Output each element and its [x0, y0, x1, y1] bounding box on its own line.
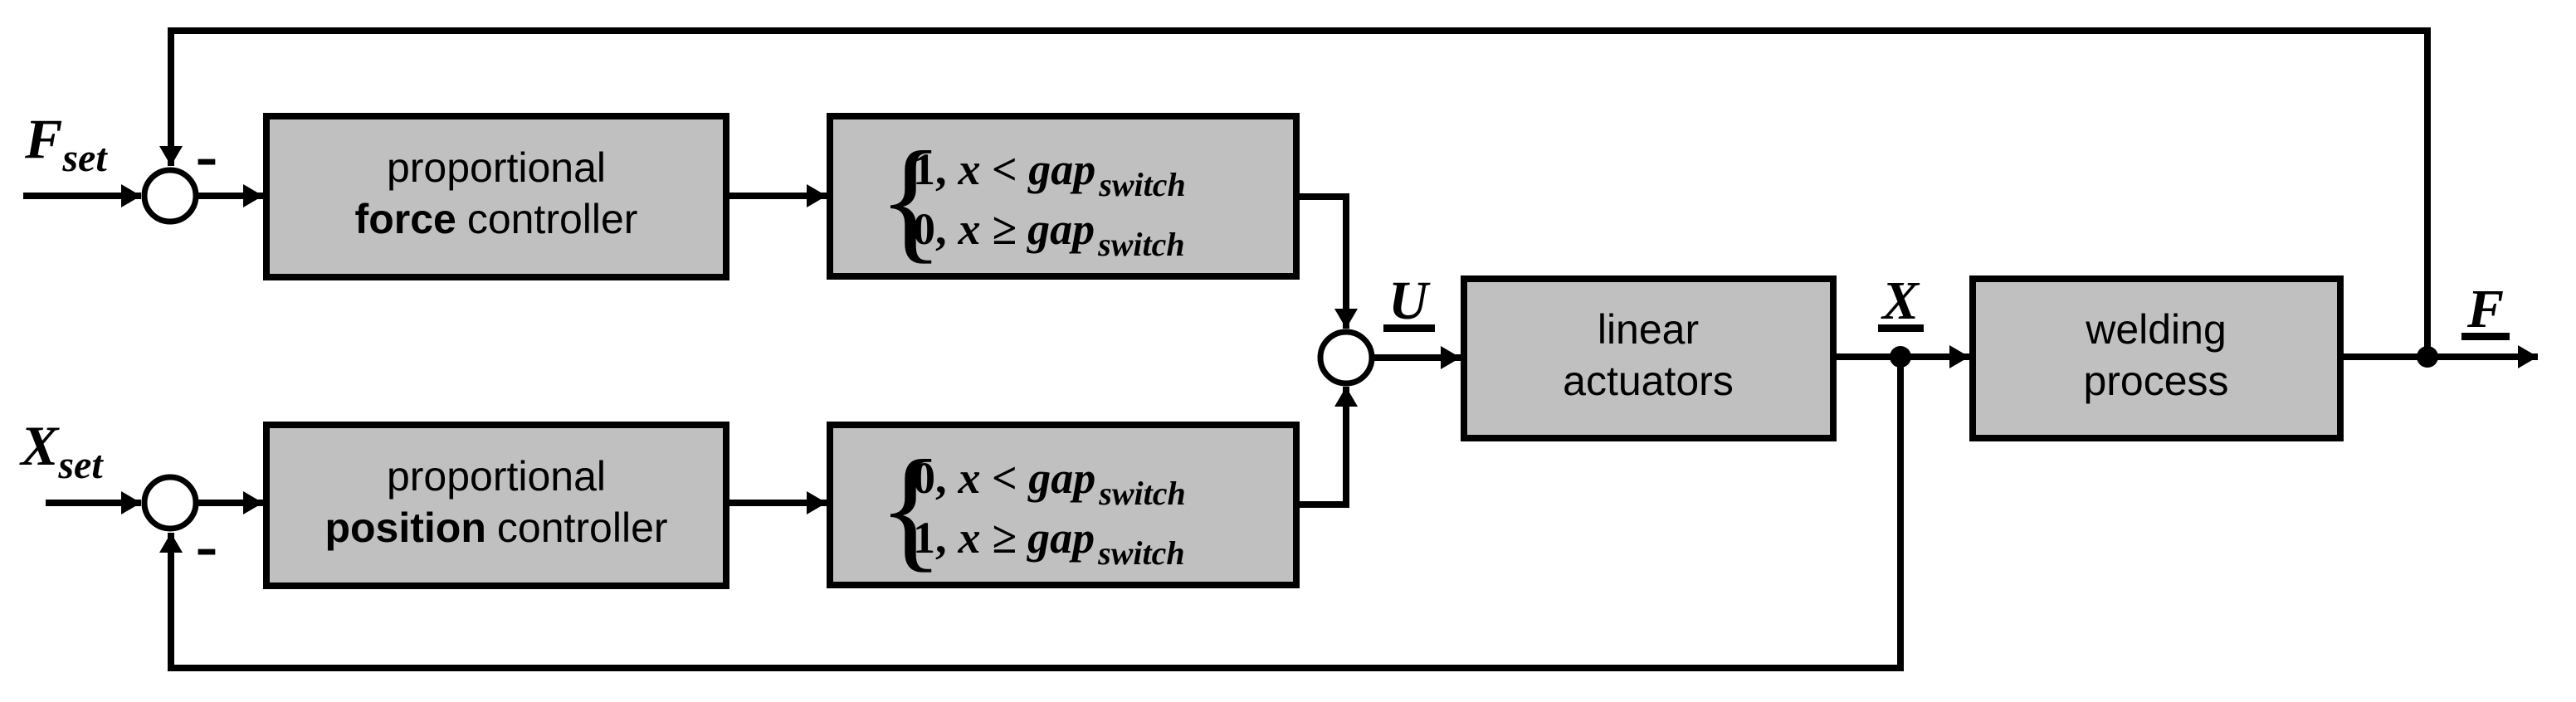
- welding-process-label-line1: welding: [2085, 306, 2227, 353]
- output-sum-junction: [1317, 329, 1375, 387]
- linear-actuators-block: [1461, 275, 1837, 441]
- force-controller-block: [263, 113, 729, 280]
- force-switch-block: [827, 113, 1300, 280]
- force-controller-label-line1: proportional: [387, 144, 606, 191]
- xset-label: Xset: [19, 414, 104, 487]
- x-branch-node: [1890, 346, 1911, 368]
- position-feedback-line: [159, 357, 1904, 671]
- linear-actuators-label-line1: linear: [1598, 306, 1699, 353]
- force-switch-brace: {: [878, 124, 944, 275]
- u-underline: [1383, 324, 1435, 332]
- fset-label: Fset: [24, 107, 108, 180]
- x-underline: [1878, 324, 1924, 332]
- u-label: U: [1388, 271, 1431, 331]
- f-branch-node: [2417, 346, 2438, 368]
- position-controller-label-line1: proportional: [387, 453, 606, 500]
- position-sum-junction: [141, 474, 199, 532]
- force-sum-junction: [141, 167, 199, 225]
- force-switch-to-sum-connector: [1296, 193, 1358, 329]
- position-controller-block: [263, 422, 729, 589]
- minus-sign-force: -: [196, 119, 218, 193]
- x-label: X: [1881, 271, 1920, 331]
- welding-process-block: [1969, 275, 2344, 441]
- minus-sign-position: -: [196, 509, 218, 583]
- f-underline: [2461, 333, 2510, 340]
- position-switch-to-sum-connector: [1296, 387, 1358, 508]
- linear-actuators-label-line2: actuators: [1563, 358, 1734, 404]
- position-switch-block: [827, 422, 1300, 588]
- force-feedback-line: [159, 27, 2431, 357]
- position-switch-brace: {: [878, 432, 944, 584]
- welding-process-label-line2: process: [2083, 358, 2228, 404]
- f-label: F: [2466, 279, 2504, 339]
